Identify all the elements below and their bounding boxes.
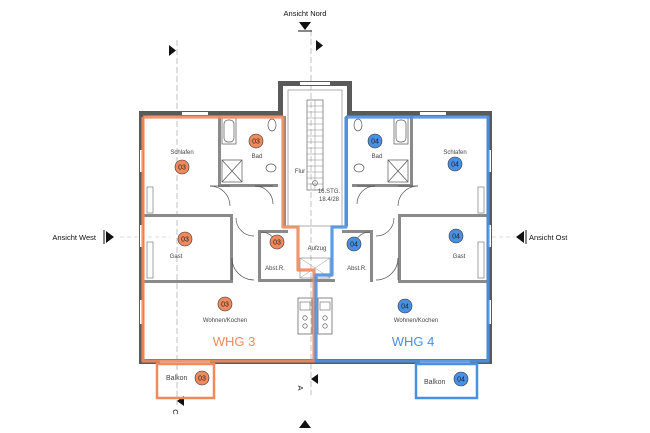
room-label-wohnen-whg4: Wohnen/Kochen: [394, 318, 438, 324]
unit-badges-whg4: 04 04 04 04 04 04: [346, 133, 469, 387]
elevation-marker-east: [516, 231, 524, 243]
badge-wohnen-whg4: [397, 298, 413, 314]
svg-text:03: 03: [252, 139, 260, 146]
room-label-balkon-whg3: Balkon: [166, 375, 188, 382]
bathroom-fixtures-whg3: [221, 117, 277, 183]
badge-schlafen-whg4: [447, 156, 463, 172]
badge-abstr-whg4: [346, 236, 362, 252]
room-label-abstr-whg4: Abst.R.: [347, 266, 367, 272]
unit-outline-whg3: [141, 115, 316, 363]
closets: [146, 186, 485, 279]
room-label-schlafen-whg3: Schlafen: [170, 150, 193, 156]
badge-bad-whg3: [248, 133, 264, 149]
room-label-flur: Flur: [295, 169, 305, 175]
svg-text:03: 03: [273, 240, 281, 247]
room-label-gast-whg4: Gast: [453, 254, 466, 260]
unit-badges-whg3: 03 03 03 03 03 03: [174, 133, 285, 386]
unit-title-whg4: WHG 4: [392, 334, 435, 349]
elevation-label-north: Ansicht Nord: [284, 9, 327, 18]
unit-outline-whg4: [314, 115, 490, 363]
badge-gast-whg3: [177, 231, 193, 247]
svg-text:03: 03: [181, 237, 189, 244]
balcony-whg3: [155, 362, 216, 400]
room-label-balkon-whg4: Balkon: [424, 379, 446, 386]
elevation-marker-south: [299, 420, 311, 428]
section-marker-c-top: [169, 45, 176, 56]
badge-wohnen-whg3: [217, 296, 233, 312]
bathroom-fixtures-whg4: [353, 117, 409, 183]
room-label-bad-whg3: Bad: [252, 154, 263, 160]
svg-text:03: 03: [178, 165, 186, 172]
room-label-aufzug: Aufzug: [308, 246, 327, 252]
svg-text:04: 04: [452, 234, 460, 241]
room-label-bad-whg4: Bad: [372, 154, 383, 160]
room-label-schlafen-whg4: Schlafen: [443, 150, 466, 156]
section-label-c: C: [171, 409, 180, 415]
unit-title-whg3: WHG 3: [213, 334, 256, 349]
badge-balkon-whg3: [194, 370, 210, 386]
svg-text:04: 04: [457, 377, 465, 384]
elevation-marker-north: [299, 22, 311, 30]
kitchen-units: [297, 297, 333, 335]
room-label-gast-whg3: Gast: [170, 254, 183, 260]
svg-text:03: 03: [198, 376, 206, 383]
room-label-abstr-whg3: Abst.R.: [265, 266, 285, 272]
svg-text:04: 04: [451, 162, 459, 169]
balcony-whg4: [414, 362, 479, 400]
badge-abstr-whg3: [269, 234, 285, 250]
section-marker-a-top: [316, 40, 323, 51]
section-label-a: A: [296, 385, 305, 390]
elevation-label-west: Ansicht West: [52, 233, 97, 242]
badge-bad-whg4: [367, 133, 383, 149]
stair-label-dimensions: 18.4/28: [319, 197, 340, 203]
section-marker-a-bottom: [311, 374, 318, 384]
elevation-marker-west: [106, 231, 114, 243]
elevation-label-east: Ansicht Ost: [529, 233, 568, 242]
stair-core: [287, 89, 343, 279]
svg-text:04: 04: [350, 242, 358, 249]
svg-text:04: 04: [401, 304, 409, 311]
badge-schlafen-whg3: [174, 159, 190, 175]
room-label-wohnen-whg3: Wohnen/Kochen: [203, 318, 247, 324]
badge-balkon-whg4: [453, 371, 469, 387]
badge-gast-whg4: [448, 228, 464, 244]
stair-label-steps: 16.STG.: [318, 189, 341, 195]
svg-text:04: 04: [371, 139, 379, 146]
door-swings: [209, 185, 419, 281]
svg-text:03: 03: [221, 302, 229, 309]
